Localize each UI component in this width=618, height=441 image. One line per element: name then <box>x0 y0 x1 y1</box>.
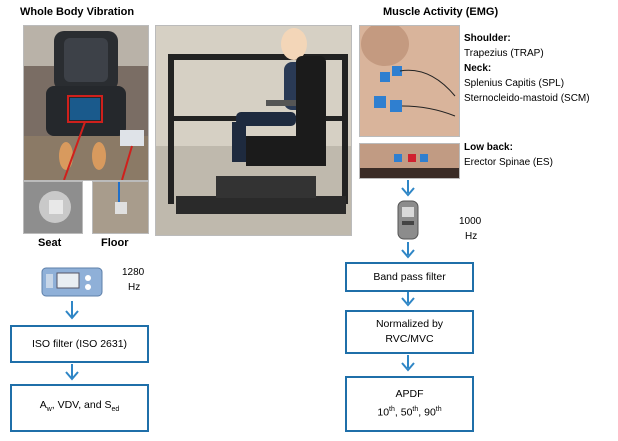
lowback-muscle-list: Low back: Erector Spinae (ES) <box>464 140 614 170</box>
emg-device-icon <box>392 199 424 241</box>
right-arrow-3 <box>401 292 415 307</box>
seat-label: Seat <box>38 237 62 249</box>
lowback-heading: Low back: <box>464 142 513 153</box>
floor-sensor-photo <box>92 181 149 234</box>
right-arrow-1 <box>401 180 415 197</box>
band-pass-filter-box: Band pass filter <box>345 262 474 292</box>
iso-filter-box: ISO filter (ISO 2631) <box>10 325 149 363</box>
neck-heading: Neck: <box>464 63 492 74</box>
emg-sampling-rate: 1000 Hz <box>459 214 481 244</box>
vibration-recorder-icon <box>41 266 103 298</box>
neck-muscle-1: Splenius Capitis (SPL) <box>464 78 565 89</box>
right-arrow-4 <box>401 355 415 372</box>
wbv-output-box: Aw, VDV, and Sed <box>10 384 149 432</box>
emg-title: Muscle Activity (EMG) <box>383 6 499 18</box>
neck-electrodes-illustration <box>360 26 459 136</box>
wbv-sampling-unit: Hz <box>128 282 141 293</box>
emg-muscle-list: Shoulder: Trapezius (TRAP) Neck: Spleniu… <box>464 31 614 106</box>
seat-sensor-illustration <box>24 182 82 233</box>
neck-muscle-2: Sternocleido-mastoid (SCM) <box>464 93 590 104</box>
apdf-box: APDF 10th, 50th, 90th <box>345 376 474 432</box>
vibration-seat-photo <box>23 25 149 181</box>
emg-sampling-value: 1000 <box>459 216 482 227</box>
floor-sensor-illustration <box>93 182 148 233</box>
wbv-sampling-value: 1280 <box>122 267 145 278</box>
shoulder-heading: Shoulder: <box>464 33 511 44</box>
vibration-seat-illustration <box>24 26 148 180</box>
apdf-percentiles: 10th, 50th, 90th <box>377 406 442 419</box>
participant-platform-illustration <box>156 26 351 235</box>
seat-sensor-photo <box>23 181 83 234</box>
emg-sampling-unit: Hz <box>465 231 478 242</box>
low-back-electrodes-illustration <box>360 144 459 178</box>
normalized-line-1: Normalized by <box>375 318 444 330</box>
low-back-electrodes-photo <box>359 143 460 179</box>
right-arrow-2 <box>401 242 415 259</box>
wbv-title: Whole Body Vibration <box>20 6 135 18</box>
normalized-line-2: RVC/MVC <box>385 333 434 345</box>
left-arrow-2 <box>65 364 79 381</box>
participant-on-platform-photo <box>155 25 352 236</box>
left-arrow-1 <box>65 301 79 320</box>
shoulder-muscle: Trapezius (TRAP) <box>464 48 544 59</box>
aw-vdv-sed-text: Aw, VDV, and Sed <box>39 399 120 414</box>
neck-shoulder-electrodes-photo <box>359 25 460 137</box>
apdf-title: APDF <box>395 388 424 401</box>
wbv-sampling-rate: 1280 Hz <box>122 265 144 295</box>
normalized-box: Normalized by RVC/MVC <box>345 310 474 354</box>
lowback-muscle: Erector Spinae (ES) <box>464 157 553 168</box>
floor-label: Floor <box>101 237 129 249</box>
